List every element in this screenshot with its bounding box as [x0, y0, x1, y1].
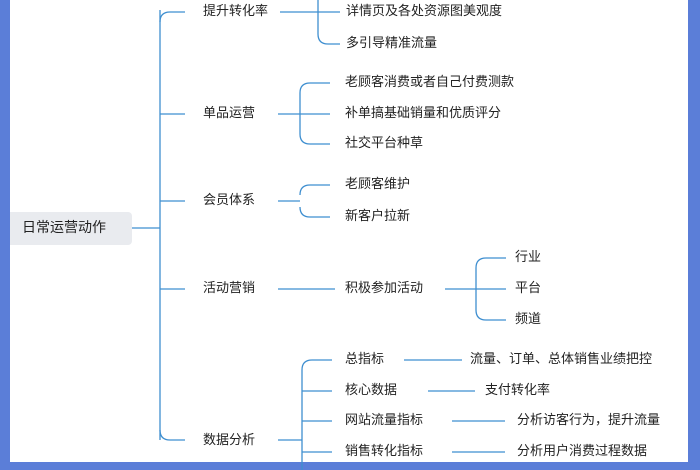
detail-total-metrics[interactable]: 流量、订单、总体销售业绩把控 — [470, 352, 653, 367]
leaf-sales-rating[interactable]: 补单搞基础销量和优质评分 — [345, 106, 502, 121]
root-node[interactable]: 日常运营动作 — [10, 212, 132, 245]
leaf-sales-metrics[interactable]: 销售转化指标 — [345, 444, 424, 459]
detail-traffic-metrics[interactable]: 分析访客行为，提升流量 — [517, 413, 661, 428]
leaf-traffic-metrics[interactable]: 网站流量指标 — [345, 413, 424, 428]
leaf-new-customers[interactable]: 新客户拉新 — [345, 209, 411, 224]
leaf-join-events[interactable]: 积极参加活动 — [345, 281, 424, 296]
leaf-platform[interactable]: 平台 — [515, 281, 542, 296]
leaf-industry[interactable]: 行业 — [515, 250, 542, 265]
leaf-total-metrics[interactable]: 总指标 — [345, 352, 385, 367]
leaf-social-seeding[interactable]: 社交平台种草 — [345, 136, 424, 151]
branch-conversion[interactable]: 提升转化率 — [203, 4, 269, 19]
branch-product-ops[interactable]: 单品运营 — [203, 106, 256, 121]
leaf-precise-traffic[interactable]: 多引导精准流量 — [346, 36, 438, 51]
leaf-test-product[interactable]: 老顾客消费或者自己付费测款 — [345, 75, 515, 90]
leaf-retain-customers[interactable]: 老顾客维护 — [345, 177, 411, 192]
leaf-detail-page[interactable]: 详情页及各处资源图美观度 — [346, 4, 503, 19]
leaf-core-data[interactable]: 核心数据 — [345, 383, 398, 398]
branch-data-analysis[interactable]: 数据分析 — [203, 433, 256, 448]
detail-core-data[interactable]: 支付转化率 — [485, 383, 551, 398]
root-label: 日常运营动作 — [22, 220, 106, 236]
detail-sales-metrics[interactable]: 分析用户消费过程数据 — [517, 444, 648, 459]
branch-membership[interactable]: 会员体系 — [203, 193, 256, 208]
leaf-channel[interactable]: 频道 — [515, 312, 542, 327]
branch-marketing[interactable]: 活动营销 — [203, 281, 256, 296]
